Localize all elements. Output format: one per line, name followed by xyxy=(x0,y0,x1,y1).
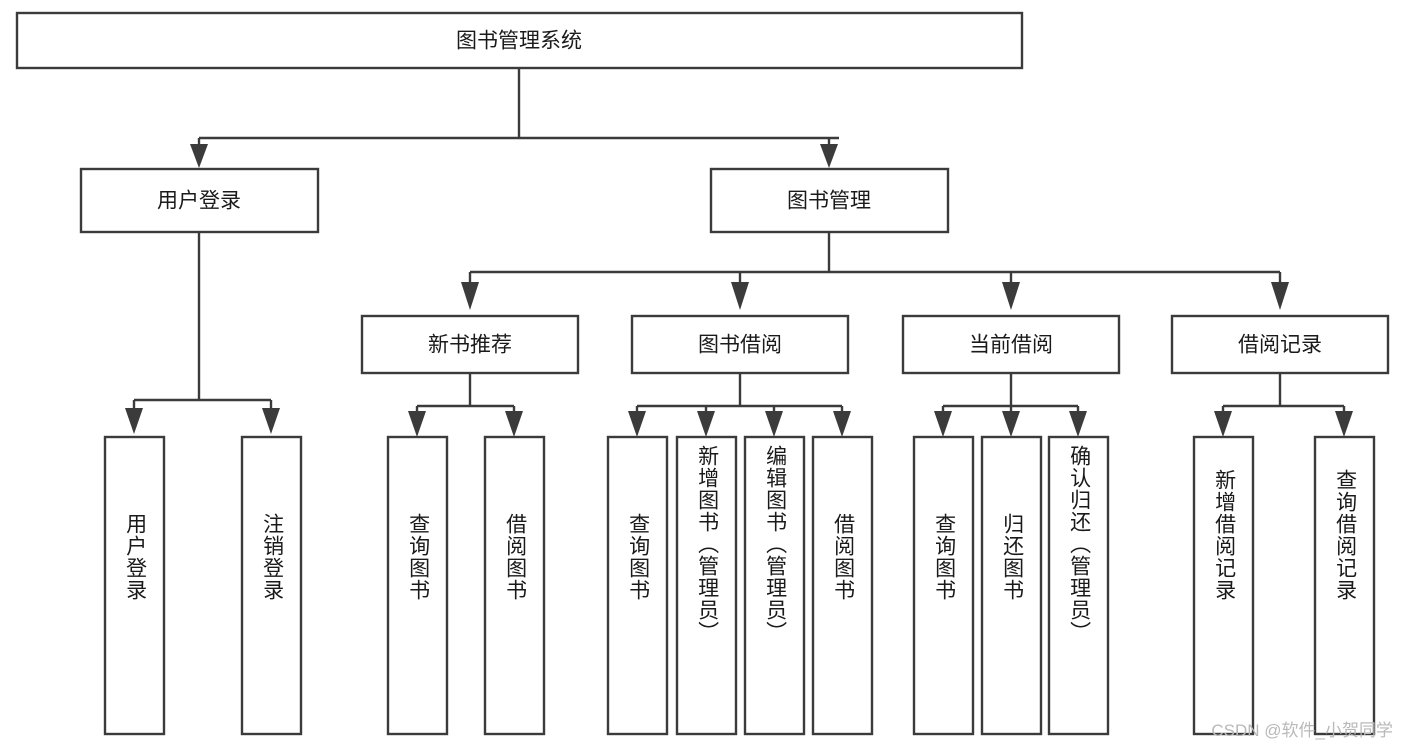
node-current-borrow-box[interactable] xyxy=(901,314,1121,375)
connector-root-to-level2 xyxy=(190,68,839,168)
leaf-logout-box[interactable] xyxy=(240,435,303,736)
leaf-add-record-box[interactable] xyxy=(1192,435,1255,736)
node-current-borrow[interactable]: 当前借阅 xyxy=(901,314,1121,375)
connector-book-management-to-level3 xyxy=(461,232,1289,310)
arrow-head-icon xyxy=(262,408,280,434)
node-book-management[interactable]: 图书管理 xyxy=(709,167,950,234)
node-new-book-recommend-box[interactable] xyxy=(360,314,580,375)
arrow-head-icon xyxy=(697,411,715,437)
leaf-add-book-box[interactable] xyxy=(675,435,738,736)
leaf-edit-book-box[interactable] xyxy=(743,435,806,736)
node-user-login-box[interactable] xyxy=(79,167,320,234)
arrow-head-icon xyxy=(408,411,426,437)
leaf-return-book-box[interactable] xyxy=(980,435,1043,736)
node-book-borrow-label: 图书借阅 xyxy=(698,334,782,357)
arrow-head-icon xyxy=(833,411,851,437)
node-root[interactable]: 图书管理系统 xyxy=(15,11,1024,70)
arrow-head-icon xyxy=(190,144,208,168)
leaf-query-record-box[interactable] xyxy=(1313,435,1376,736)
leaf-query-book-1-box[interactable] xyxy=(386,435,449,736)
arrow-head-icon xyxy=(1002,411,1020,437)
node-user-login-label: 用户登录 xyxy=(157,190,241,213)
arrow-head-icon xyxy=(1214,411,1232,437)
connector-book-borrow-to-leaves xyxy=(628,373,851,437)
arrow-head-icon xyxy=(505,411,523,437)
arrow-head-icon xyxy=(765,411,783,437)
node-borrow-record-label: 借阅记录 xyxy=(1238,334,1322,357)
node-book-management-label: 图书管理 xyxy=(787,190,871,213)
connector-new-book-recommend-to-leaves xyxy=(408,373,523,437)
arrow-head-icon xyxy=(934,411,952,437)
arrow-head-icon xyxy=(1002,282,1020,310)
leaf-borrow-book-1-box[interactable] xyxy=(483,435,546,736)
leaf-user-login-box[interactable] xyxy=(103,435,166,736)
node-root-box[interactable] xyxy=(15,11,1024,70)
connector-current-borrow-to-leaves xyxy=(934,373,1087,437)
arrow-head-icon xyxy=(125,408,143,434)
connector-borrow-record-to-leaves xyxy=(1214,373,1353,437)
arrow-head-icon xyxy=(820,144,838,168)
node-new-book-recommend[interactable]: 新书推荐 xyxy=(360,314,580,375)
leaf-query-book-2-box[interactable] xyxy=(606,435,669,736)
node-current-borrow-label: 当前借阅 xyxy=(969,334,1053,357)
arrow-head-icon xyxy=(731,282,749,310)
node-user-login[interactable]: 用户登录 xyxy=(79,167,320,234)
arrow-head-icon xyxy=(628,411,646,437)
arrow-head-icon xyxy=(1271,282,1289,310)
connector-user-login-to-leaves xyxy=(125,232,280,434)
arrow-head-icon xyxy=(461,282,479,310)
node-book-borrow[interactable]: 图书借阅 xyxy=(630,314,850,375)
arrow-head-icon xyxy=(1335,411,1353,437)
node-root-label: 图书管理系统 xyxy=(456,30,582,53)
leaf-borrow-book-2-box[interactable] xyxy=(811,435,874,736)
leaf-query-book-3-box[interactable] xyxy=(912,435,975,736)
node-new-book-recommend-label: 新书推荐 xyxy=(428,334,512,357)
arrow-head-icon xyxy=(1069,411,1087,437)
leaf-confirm-return-box[interactable] xyxy=(1047,435,1110,736)
node-borrow-record[interactable]: 借阅记录 xyxy=(1170,314,1390,375)
